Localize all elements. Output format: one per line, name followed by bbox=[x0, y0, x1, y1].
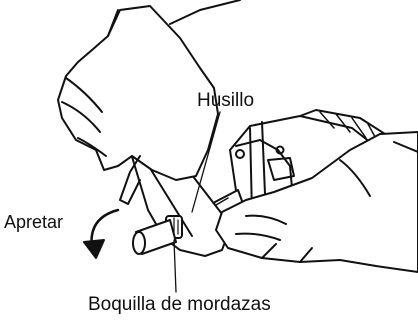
collet-nut-label: Boquilla de mordazas bbox=[88, 294, 271, 315]
left-hand bbox=[57, 0, 241, 205]
rotation-arrow bbox=[83, 208, 120, 259]
tighten-label: Apretar bbox=[4, 212, 64, 232]
spindle-label: Husillo bbox=[197, 90, 255, 111]
collet-rod bbox=[132, 219, 177, 255]
right-hand bbox=[215, 131, 418, 273]
leader-lines bbox=[173, 111, 221, 293]
